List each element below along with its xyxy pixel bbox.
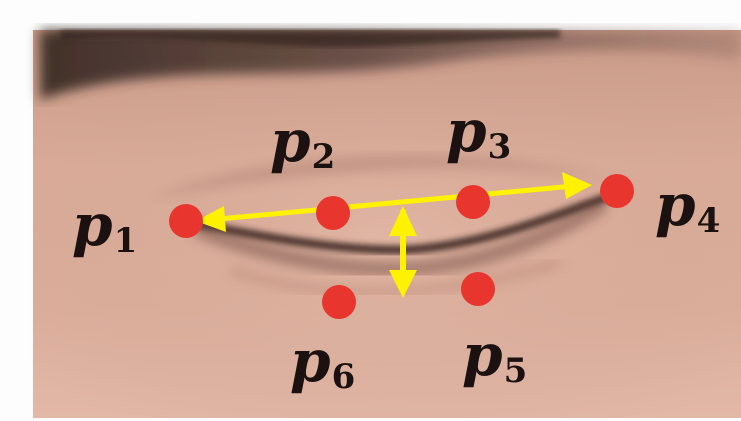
label-p4: p4 [655, 176, 720, 238]
label-p4-sub: 4 [697, 201, 721, 241]
landmark-p6 [322, 285, 356, 319]
label-p2: p2 [270, 112, 335, 174]
label-p4-base: p [655, 171, 696, 239]
landmark-p2 [316, 196, 350, 230]
landmark-p1 [169, 204, 203, 238]
label-p6-base: p [290, 327, 331, 395]
label-p1-sub: 1 [114, 221, 138, 261]
landmark-p3 [456, 185, 490, 219]
label-p5-base: p [462, 321, 503, 389]
label-p5-sub: 5 [504, 351, 528, 391]
label-p3-base: p [446, 97, 487, 165]
label-p6: p6 [290, 332, 355, 394]
label-p3-sub: 3 [488, 127, 512, 167]
label-p6-sub: 6 [332, 357, 356, 397]
landmark-p4 [600, 174, 634, 208]
label-p2-base: p [270, 107, 311, 175]
label-p3: p3 [446, 102, 511, 164]
label-p5: p5 [462, 326, 527, 388]
label-p1-base: p [72, 191, 113, 259]
landmark-p5 [461, 272, 495, 306]
label-p1: p1 [72, 196, 137, 258]
label-p2-sub: 2 [312, 137, 336, 177]
